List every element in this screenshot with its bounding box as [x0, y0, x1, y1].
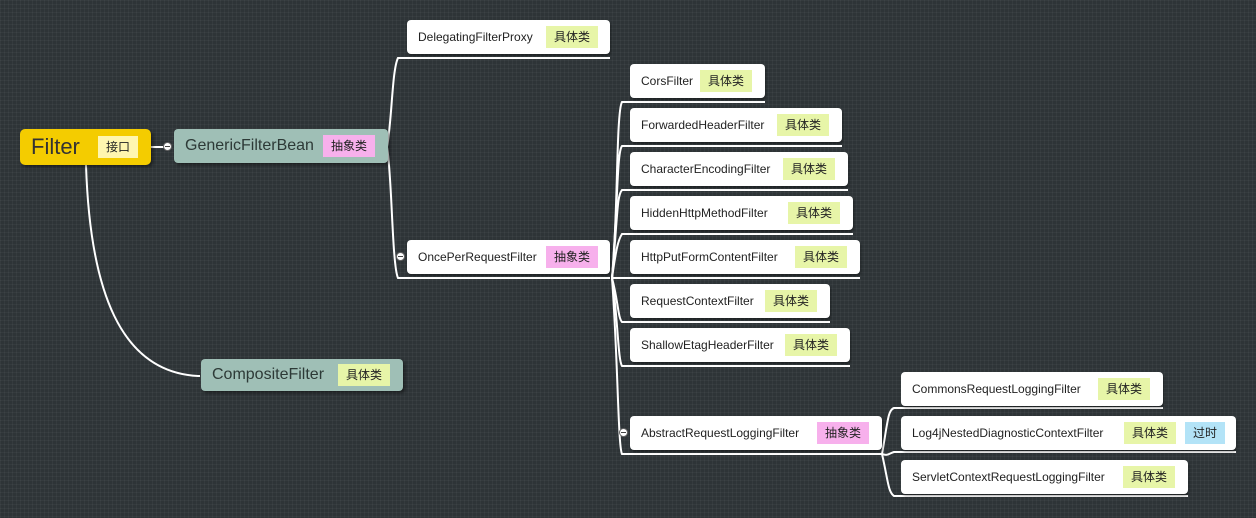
tag-concrete: 具体类 — [338, 364, 391, 386]
tag-deprecated: 过时 — [1185, 422, 1226, 444]
node-genericfilterbean-label: GenericFilterBean — [185, 137, 314, 154]
link-arlf-children — [881, 407, 1163, 455]
tag-concrete: 具体类 — [795, 246, 848, 268]
node-delegatingfilterproxy[interactable]: DelegatingFilterProxy 具体类 — [407, 20, 610, 54]
node-onceperrequestfilter-label: OncePerRequestFilter — [418, 250, 537, 264]
node-httpputformcontentfilter[interactable]: HttpPutFormContentFilter 具体类 — [630, 240, 860, 274]
node-requestcontextfilter[interactable]: RequestContextFilter 具体类 — [630, 284, 830, 318]
tag-concrete: 具体类 — [777, 114, 830, 136]
tag-abstract: 抽象类 — [817, 422, 870, 444]
node-onceperrequestfilter[interactable]: OncePerRequestFilter 抽象类 — [407, 240, 610, 274]
node-filter[interactable]: Filter 接口 — [20, 129, 151, 165]
node-genericfilterbean[interactable]: GenericFilterBean 抽象类 — [174, 129, 388, 163]
collapse-toggle-abstractrequestloggingfilter[interactable] — [619, 428, 628, 437]
tag-concrete: 具体类 — [785, 334, 838, 356]
node-hiddenhttpmethodfilter-label: HiddenHttpMethodFilter — [641, 206, 768, 220]
node-abstractrequestloggingfilter-label: AbstractRequestLoggingFilter — [641, 426, 800, 440]
tag-concrete: 具体类 — [1098, 378, 1151, 400]
node-servletcontextrequestloggingfilter-label: ServletContextRequestLoggingFilter — [912, 470, 1105, 484]
node-filter-label: Filter — [31, 134, 80, 159]
node-forwardedheaderfilter[interactable]: ForwardedHeaderFilter 具体类 — [630, 108, 842, 142]
node-compositefilter[interactable]: CompositeFilter 具体类 — [201, 359, 403, 391]
tag-concrete: 具体类 — [765, 290, 818, 312]
node-requestcontextfilter-label: RequestContextFilter — [641, 294, 754, 308]
node-forwardedheaderfilter-label: ForwardedHeaderFilter — [641, 118, 765, 132]
link-gfb-children — [386, 57, 610, 148]
tag-concrete: 具体类 — [783, 158, 836, 180]
tag-concrete: 具体类 — [1124, 422, 1177, 444]
tag-abstract: 抽象类 — [323, 135, 376, 157]
collapse-toggle-onceperrequestfilter[interactable] — [396, 252, 405, 261]
node-httpputformcontentfilter-label: HttpPutFormContentFilter — [641, 250, 778, 264]
node-corsfilter[interactable]: CorsFilter 具体类 — [630, 64, 765, 98]
tag-concrete: 具体类 — [1123, 466, 1176, 488]
tag-interface: 接口 — [98, 136, 139, 158]
node-commonsrequestloggingfilter-label: CommonsRequestLoggingFilter — [912, 382, 1081, 396]
tag-abstract: 抽象类 — [546, 246, 599, 268]
node-hiddenhttpmethodfilter[interactable]: HiddenHttpMethodFilter 具体类 — [630, 196, 853, 230]
tag-concrete: 具体类 — [546, 26, 599, 48]
node-log4jnesteddiagnosticcontextfilter-label: Log4jNestedDiagnosticContextFilter — [912, 426, 1104, 440]
node-delegatingfilterproxy-label: DelegatingFilterProxy — [418, 30, 533, 44]
collapse-toggle-filter[interactable] — [163, 142, 172, 151]
node-characterencodingfilter-label: CharacterEncodingFilter — [641, 162, 771, 176]
tag-concrete: 具体类 — [700, 70, 753, 92]
node-characterencodingfilter[interactable]: CharacterEncodingFilter 具体类 — [630, 152, 848, 186]
node-commonsrequestloggingfilter[interactable]: CommonsRequestLoggingFilter 具体类 — [901, 372, 1163, 406]
tag-concrete: 具体类 — [788, 202, 841, 224]
link-filter-compositefilter — [85, 164, 200, 377]
node-abstractrequestloggingfilter[interactable]: AbstractRequestLoggingFilter 抽象类 — [630, 416, 882, 450]
node-shallowetagheaderfilter[interactable]: ShallowEtagHeaderFilter 具体类 — [630, 328, 850, 362]
node-shallowetagheaderfilter-label: ShallowEtagHeaderFilter — [641, 338, 774, 352]
node-servletcontextrequestloggingfilter[interactable]: ServletContextRequestLoggingFilter 具体类 — [901, 460, 1188, 494]
node-compositefilter-label: CompositeFilter — [212, 366, 325, 383]
node-corsfilter-label: CorsFilter — [641, 74, 694, 88]
node-log4jnesteddiagnosticcontextfilter[interactable]: Log4jNestedDiagnosticContextFilter 具体类 过… — [901, 416, 1236, 450]
